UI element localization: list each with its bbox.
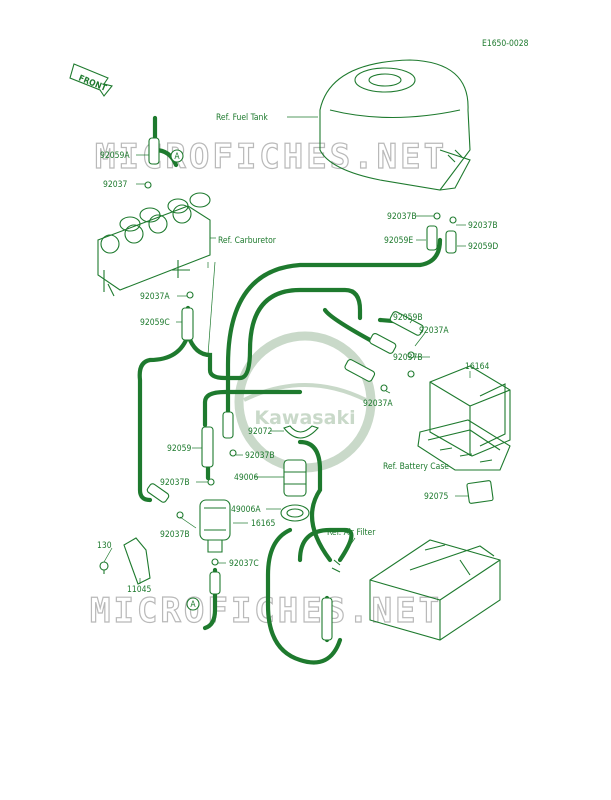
label-92059b: 92059B	[393, 313, 423, 323]
canister-drawing	[429, 365, 511, 457]
label-92059e: 92059E	[384, 236, 413, 246]
air-filter-fitting	[331, 559, 341, 573]
label-92059: 92059	[167, 444, 191, 454]
label-92037a-mid: 92037A	[419, 326, 449, 336]
logo-text: Kawasaki	[254, 407, 355, 429]
label-11045: 11045	[127, 585, 151, 595]
svg-text:A: A	[174, 152, 180, 162]
svg-text:A: A	[190, 600, 196, 610]
watermark-top: MICROFICHES.NET	[95, 137, 447, 177]
label-92037b-e: 92037B	[160, 530, 190, 540]
label-16164: 16164	[465, 362, 489, 372]
label-92072: 92072	[248, 427, 272, 437]
part-labels: Ref. Fuel Tank 92059A 92037 Ref. Carbure…	[97, 113, 498, 595]
watermark-bottom: MICROFICHES.NET	[90, 591, 442, 631]
kawasaki-logo: Kawasaki	[234, 331, 376, 473]
hose-segments	[146, 137, 457, 641]
label-92059d: 92059D	[468, 242, 498, 252]
clamp-92072-drawing	[283, 425, 319, 439]
label-92037b-tank-right: 92037B	[468, 221, 498, 231]
carburetor-drawing	[97, 192, 211, 297]
label-16165: 16165	[251, 519, 275, 529]
callout-a-bottom: A	[186, 597, 200, 611]
label-ref-carburetor: Ref. Carburetor	[218, 236, 277, 246]
clamp-icons	[144, 181, 457, 566]
label-92075: 92075	[424, 492, 448, 502]
label-49006: 49006	[234, 473, 258, 483]
label-ref-fuel-tank: Ref. Fuel Tank	[216, 113, 268, 123]
label-92037b-d: 92037B	[160, 478, 190, 488]
label-ref-air-filter: Ref. Air Filter	[327, 528, 376, 538]
fuel-tank-drawing	[319, 59, 471, 191]
leader-lines	[103, 116, 471, 584]
label-130: 130	[97, 541, 112, 551]
label-92037b-c: 92037B	[245, 451, 275, 461]
pad-92075-drawing	[466, 480, 494, 504]
label-92059a: 92059A	[100, 151, 130, 161]
label-92037a-left: 92037A	[140, 292, 170, 302]
battery-case-drawing	[417, 419, 511, 471]
label-92037-top: 92037	[103, 180, 127, 190]
fuel-pump-drawing	[199, 499, 231, 553]
label-ref-battery-case: Ref. Battery Case	[383, 462, 449, 472]
front-arrow-icon: FRONT	[69, 63, 113, 97]
air-filter-drawing	[369, 539, 501, 641]
label-49006a: 49006A	[231, 505, 261, 515]
label-92037c: 92037C	[229, 559, 259, 569]
diagram-code: E1650-0028	[482, 39, 529, 49]
label-92059c: 92059C	[140, 318, 170, 328]
label-92037b-mid: 92037B	[393, 353, 423, 363]
fuel-hoses	[137, 115, 443, 665]
label-92037a-bottom: 92037A	[363, 399, 393, 409]
fuel-filter-drawing	[280, 459, 310, 522]
callout-a-top: A	[170, 149, 184, 163]
label-92037b-tank-left: 92037B	[387, 212, 417, 222]
